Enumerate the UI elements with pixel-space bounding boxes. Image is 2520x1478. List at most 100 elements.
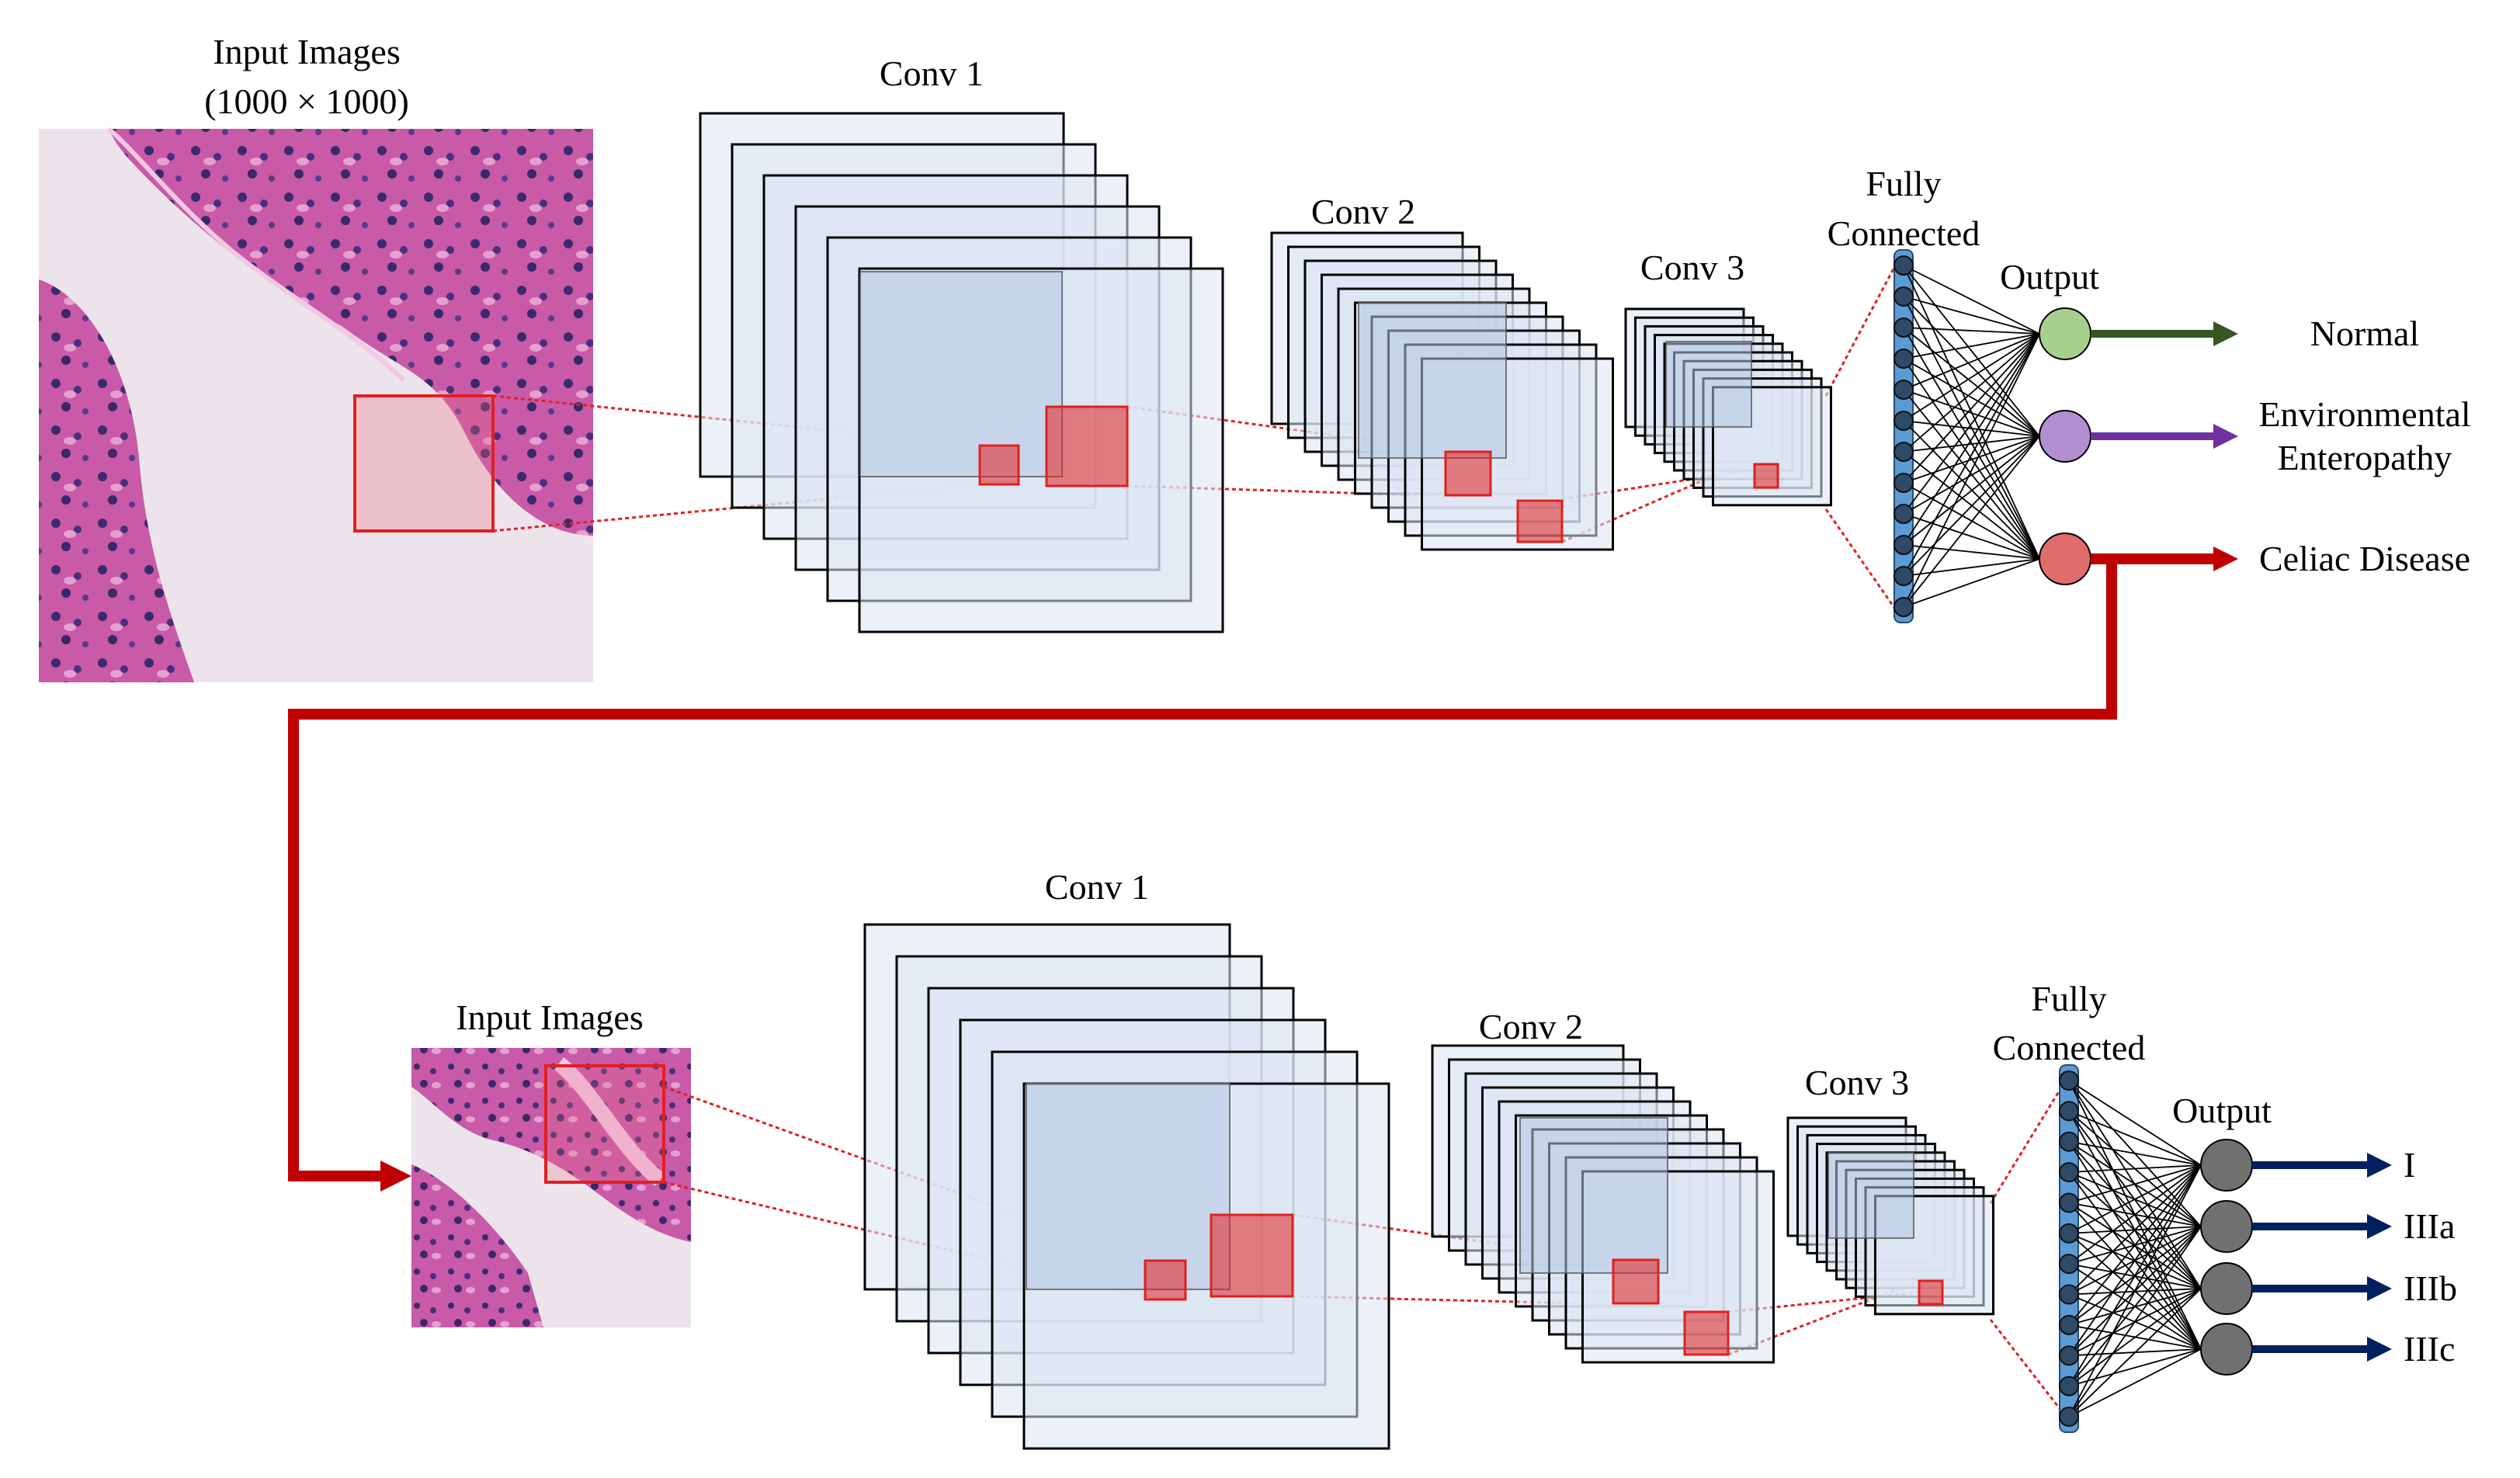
stage1-fc-edge (1903, 544, 2040, 560)
stage2-output-arrowhead (2367, 1276, 2392, 1301)
stage1-fc-edge (1903, 482, 2040, 560)
stage2-class-label-line: IIIa (2404, 1206, 2455, 1246)
stage2-fc-neuron (2059, 1131, 2079, 1152)
stage2-input-title: Input Images (456, 997, 643, 1037)
stage1-conv3-label: Conv 3 (1640, 248, 1744, 287)
stage1-fc-label-line2: Connected (1828, 213, 1980, 253)
stage2-input-image (411, 1048, 691, 1327)
stage2-input: Input Images (411, 997, 691, 1327)
stage2-conv2-label: Conv 2 (1479, 1007, 1583, 1046)
stage1-fc-neuron (1893, 380, 1914, 400)
stage2-class-label-line: IIIc (2404, 1329, 2455, 1369)
stage1-fc-edge (1903, 333, 2040, 359)
stage1-fc-edge (1903, 296, 2040, 335)
stage2-conv1-kernel-region (1026, 1082, 1230, 1290)
stage1-fc-edge (1903, 558, 2040, 577)
stage2-fc-edge (2068, 1080, 2202, 1289)
stage1-conv2: Conv 2 (1270, 192, 1614, 551)
stage1-class-label-line: Environmental (2258, 394, 2470, 434)
stage2-output-node (2200, 1200, 2253, 1253)
stage2-fc-neuron (2059, 1284, 2079, 1305)
stage2-input-focus-box (544, 1064, 665, 1184)
stage2-class-label-line: IIIb (2404, 1268, 2457, 1308)
stage2-fc-bar (2059, 1064, 2079, 1433)
stage2-conv3-receptive-field (1918, 1279, 1944, 1306)
stage1-output-node (2039, 410, 2091, 463)
stage1-fc-neuron (1893, 255, 1914, 276)
stage1-fc-edge (1903, 333, 2040, 453)
stage1-fc-edge (1903, 327, 2040, 437)
stage2-conv2: Conv 2 (1431, 1007, 1775, 1364)
stage1-conv2-receptive-field (1444, 450, 1492, 497)
stage1-fc-edge (1903, 333, 2040, 390)
stage2-conv2-receptive-field (1683, 1310, 1730, 1356)
stage2-class-label-line: I (2404, 1145, 2415, 1185)
celiac-to-stage2-arrowhead (380, 1161, 411, 1192)
stage1-input-focus-box (353, 394, 495, 533)
stage2-output-node (2200, 1262, 2253, 1315)
stage1-fc-neuron (1893, 411, 1914, 431)
stage1-conv1-receptive-field (1045, 405, 1129, 487)
stage1-class-label-line: Celiac Disease (2259, 539, 2470, 578)
stage1-fc-edge (1903, 513, 2040, 560)
stage1-input: Input Images (1000 × 1000) (39, 32, 593, 682)
stage2-class-label: IIIc (2404, 1329, 2455, 1369)
stage2-fc-edge (2068, 1110, 2202, 1227)
stage1-conv3-receptive-field (1753, 463, 1779, 489)
stage1-fc-edge (1903, 558, 2040, 608)
stage1-conv1-receptive-field (978, 444, 1020, 486)
stage1-fc-edge (1903, 333, 2040, 515)
stage1-class-label: Normal (2310, 314, 2420, 353)
stage1-fc-edge (1903, 420, 2040, 560)
stage2-fc-neuron (2059, 1345, 2079, 1366)
stage1-fc-edge (1903, 265, 2040, 335)
stage1-fc-edge (1903, 327, 2040, 560)
stage1-input-image (39, 127, 593, 682)
stage2-fc-edge (2068, 1171, 2202, 1350)
stage2-fc-edge (2068, 1348, 2202, 1417)
stage2-fc-edge (2068, 1080, 2202, 1350)
stage2-output-node (2200, 1323, 2253, 1376)
stage1-input-size: (1000 × 1000) (204, 82, 409, 121)
stage1-conv2-receptive-field (1516, 499, 1564, 543)
stage1-fc-neuron (1893, 473, 1914, 493)
stage2-fc-label-line1: Fully (2031, 979, 2106, 1018)
stage2-conv1: Conv 1 (863, 867, 1390, 1450)
stage1-fc-edge (1903, 296, 2040, 437)
stage2-fc-edge (2068, 1293, 2202, 1350)
stage1-fc-neuron (1893, 442, 1914, 462)
stage1-output-label: Output (2000, 257, 2099, 297)
stage2-output-label: Output (2172, 1091, 2272, 1130)
stage2-conv1-receptive-field (1144, 1259, 1187, 1301)
stage2-output-arrowhead (2367, 1153, 2392, 1178)
stage2-fc-edge (2068, 1110, 2202, 1166)
stage1-output-arrowhead (2213, 546, 2238, 571)
stage1-fc-edge (1903, 333, 2040, 484)
stage2-fc-neuron (2059, 1407, 2079, 1427)
stage1-conv3-kernel-region (1665, 341, 1752, 428)
stage1-fc-edge (1903, 333, 2040, 608)
stage1-output-node (2039, 307, 2091, 360)
stage2-conv2-receptive-field (1612, 1258, 1660, 1305)
stage1-fc-edge (1903, 265, 2040, 560)
stage1-conv1: Conv 1 (699, 54, 1224, 633)
stage2-fc-edge (2068, 1202, 2202, 1350)
stage2-fc-neuron (2059, 1162, 2079, 1183)
stage2-conv2-kernel-region (1519, 1117, 1668, 1274)
stage2-fc-edge (2068, 1080, 2202, 1227)
stage1-output-arrowhead (2213, 424, 2238, 449)
stage1-fc-neuron (1893, 317, 1914, 338)
stage1-fc-neuron (1893, 349, 1914, 369)
stage1-fc-neuron (1893, 566, 1914, 586)
stage1-fc-edge (1903, 296, 2040, 560)
stage2-output-node (2200, 1139, 2253, 1192)
stage1-class-label-line: Enteropathy (2278, 438, 2452, 477)
stage1-conv2-kernel-region (1358, 302, 1507, 459)
stage2-fc-label-line2: Connected (1993, 1028, 2146, 1067)
celiac-to-stage2-connector (288, 553, 2117, 1181)
stage1-input-title: Input Images (213, 32, 400, 71)
stage2-fc-edge (2068, 1348, 2202, 1357)
